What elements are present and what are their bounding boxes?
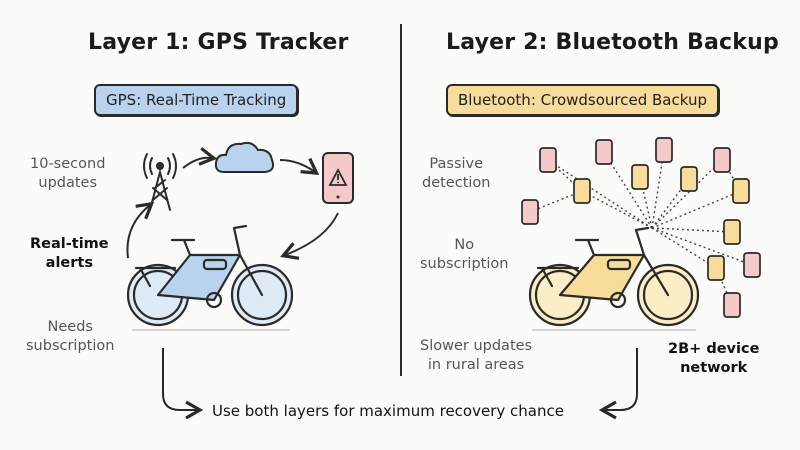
- left-bottom-arrow: [162, 348, 204, 420]
- alert-phone-icon: [322, 152, 354, 204]
- gps-badge: GPS: Real-Time Tracking: [94, 84, 299, 116]
- note-updates: 10-second updates: [30, 156, 106, 191]
- gps-layer-title: Layer 1: GPS Tracker: [88, 30, 349, 55]
- note-device-network: 2B+ device network: [668, 341, 760, 376]
- note-no-subscription: No subscription: [420, 237, 509, 272]
- center-divider: [400, 24, 402, 376]
- cell-tower-icon: [143, 153, 177, 211]
- cloud-icon: [214, 141, 275, 173]
- gps-bike-icon: [126, 224, 294, 327]
- arrow-phone-to-bike: [280, 212, 339, 260]
- note-slower-updates: Slower updates in rural areas: [420, 338, 533, 373]
- bluetooth-bike-icon: [528, 226, 700, 327]
- note-passive-detection: Passive detection: [422, 156, 491, 191]
- arrow-tower-to-cloud: [182, 147, 218, 169]
- note-needs-subscription: Needs subscription: [26, 319, 115, 354]
- arrow-bike-to-tower: [126, 201, 155, 259]
- bluetooth-layer-title: Layer 2: Bluetooth Backup: [446, 30, 779, 55]
- bluetooth-badge: Bluetooth: Crowdsourced Backup: [446, 84, 720, 116]
- arrow-cloud-to-phone: [279, 157, 320, 176]
- right-bottom-arrow: [598, 348, 638, 420]
- note-alerts: Real-time alerts: [30, 236, 109, 271]
- crowd-phone-icons: [521, 137, 761, 318]
- footer-caption: Use both layers for maximum recovery cha…: [212, 402, 564, 420]
